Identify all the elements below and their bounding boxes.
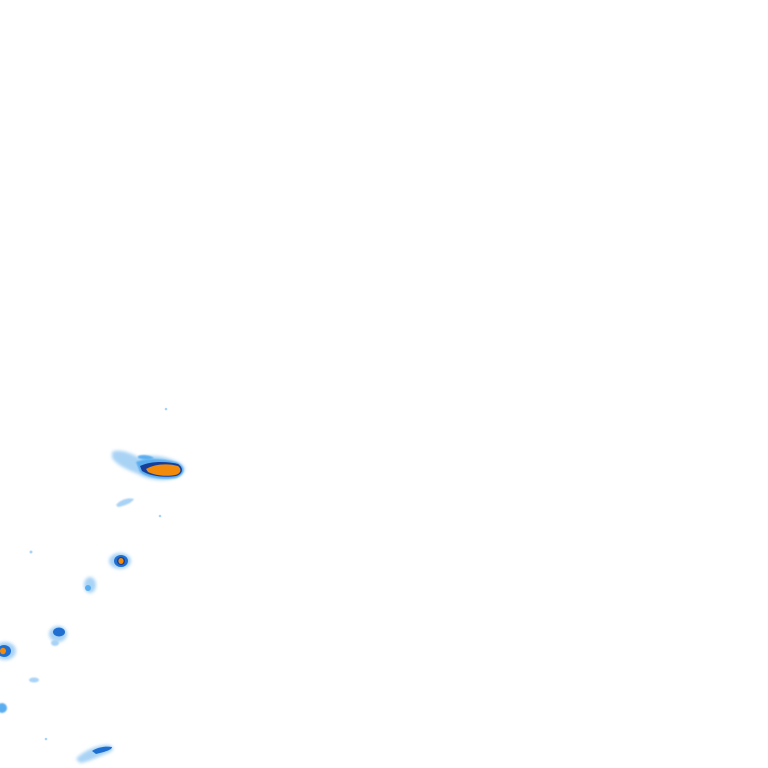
echo-light-fragment — [51, 640, 59, 646]
radar-echo-fragment-d — [29, 677, 39, 683]
echo-speckle — [158, 514, 162, 518]
echo-moderate-band — [0, 703, 7, 713]
radar-echo-cell-edge — [0, 642, 16, 660]
radar-echo-fragment-b — [116, 498, 134, 507]
echo-extreme-core — [0, 647, 6, 655]
radar-echo-fragment-c — [0, 703, 7, 713]
radar-echo-main-cell — [112, 450, 185, 481]
echo-heavy-band — [53, 627, 65, 637]
echo-speckle — [164, 407, 168, 411]
echo-extreme-core — [146, 464, 181, 476]
echo-speckle — [29, 550, 33, 554]
radar-echo-speckles — [29, 407, 168, 741]
radar-echo-cell-2 — [109, 553, 131, 569]
echo-speckle — [44, 737, 48, 741]
echo-heavy-band — [92, 746, 112, 754]
radar-echo-fragment-a — [84, 577, 96, 593]
echo-light-band — [116, 498, 134, 507]
radar-echo-cell-4 — [76, 745, 114, 763]
echo-light-band — [84, 577, 96, 593]
radar-echo-cell-3 — [49, 626, 67, 646]
echo-extreme-core — [118, 558, 124, 564]
echo-moderate-fragment — [138, 454, 154, 460]
echo-moderate-band — [85, 585, 91, 591]
echo-light-band — [29, 677, 39, 683]
